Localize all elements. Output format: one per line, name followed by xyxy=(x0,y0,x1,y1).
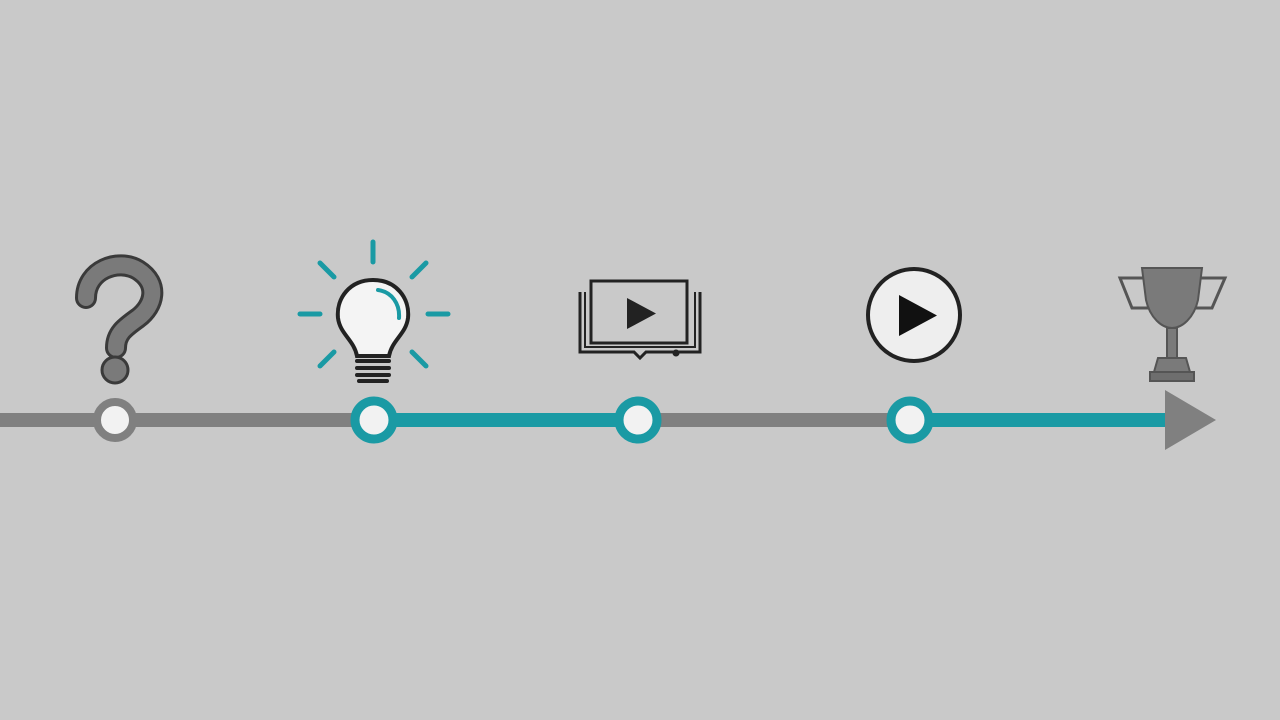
trophy-icon xyxy=(1117,267,1228,382)
timeline-nodes xyxy=(93,396,934,444)
node-video-lesson xyxy=(614,396,662,444)
timeline-track xyxy=(0,390,1216,450)
node-question xyxy=(93,398,137,442)
question-mark-icon xyxy=(75,254,164,385)
play-button-icon xyxy=(866,267,962,363)
node-play xyxy=(886,396,934,444)
lightbulb-icon xyxy=(297,239,451,383)
node-idea xyxy=(350,396,398,444)
timeline-arrowhead xyxy=(1165,390,1216,450)
video-book-icon xyxy=(578,279,702,361)
